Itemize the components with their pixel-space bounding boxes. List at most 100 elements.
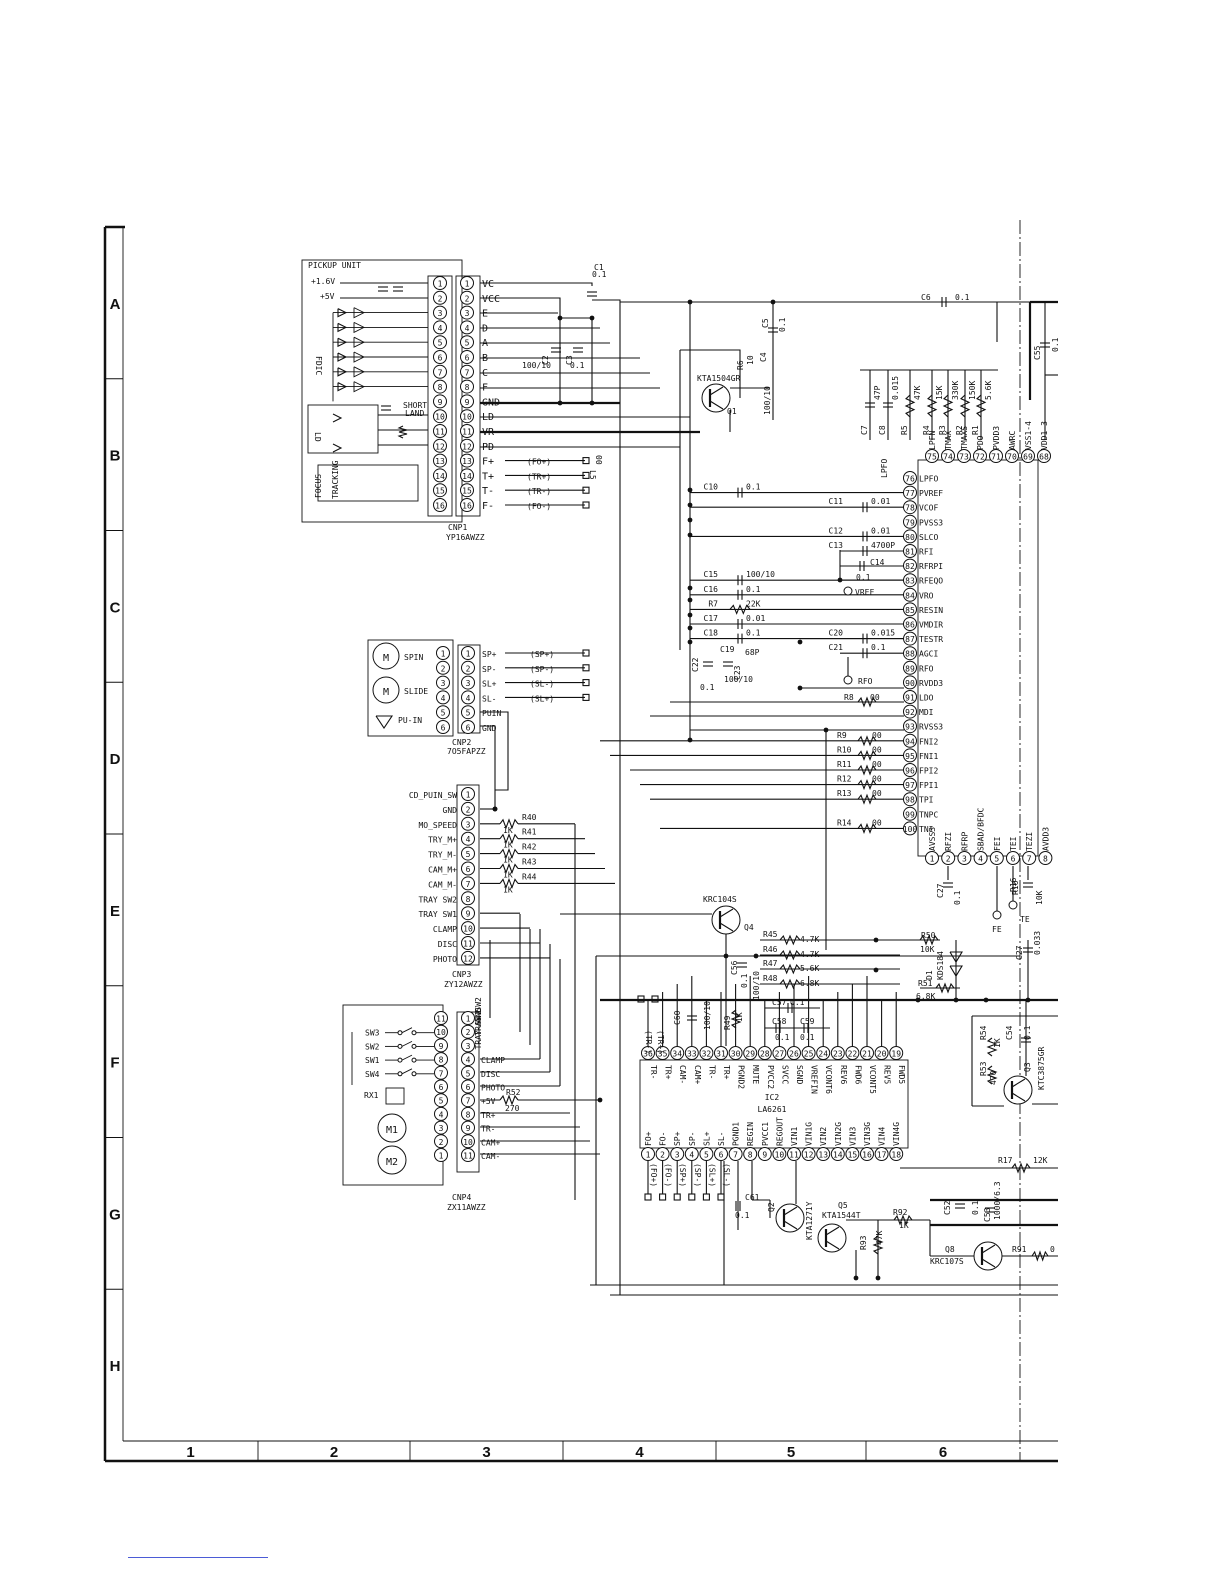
puin-switch-icon: [375, 715, 394, 729]
cnp1-pin-15-num: 15: [462, 487, 472, 496]
cnp3-signal-4: TRY_M+: [428, 836, 457, 845]
cnp4-left-pin-1-num: 1: [439, 1152, 444, 1161]
cnp1-pin-14-num: 14: [462, 472, 472, 481]
junction-dot: [557, 400, 563, 406]
pickup-pin-1-num: 1: [438, 280, 443, 289]
r10-val: 00: [872, 745, 882, 754]
r17-val: 12K: [1033, 1156, 1048, 1165]
junction-dot: [687, 737, 693, 743]
grid-row-label-b: B: [110, 448, 121, 465]
r46-val: 4.7K: [800, 950, 819, 959]
cnp1-pin-10-num: 10: [462, 413, 472, 422]
ic2-top-name-25: VREFIN: [810, 1065, 819, 1094]
ic1-top-pin-72-num: 72: [975, 453, 985, 462]
r51-res: [935, 982, 955, 994]
cnp4-ref: CNP4: [452, 1193, 471, 1202]
junction-dot: [797, 639, 803, 645]
ic2-bot-name-18: VIN4G: [892, 1122, 901, 1146]
ic2-bot-name-10: REGOUT: [775, 1117, 784, 1146]
cnp3-signal-6: CAM_M+: [428, 866, 457, 875]
cnp2-signal-6: GND: [482, 724, 497, 733]
ic2-bot-pin-17: [874, 1147, 889, 1161]
c16-val: 0.1: [746, 585, 761, 594]
ic2-top-pin-24-num: 24: [818, 1050, 828, 1059]
c4-ref: C4: [759, 352, 768, 362]
ic1-pin-name-86: VMDIR: [919, 621, 943, 630]
cnp1-signal-1: VC: [482, 279, 494, 290]
ic1-pin-96-num: 96: [905, 767, 915, 776]
c20-ref: C20: [829, 629, 844, 638]
ic2-top-pin-26: [787, 1046, 801, 1060]
r8-ref: R8: [844, 693, 854, 702]
coil-box: [317, 464, 419, 502]
r10-res: [857, 749, 877, 761]
c20-val: 0.015: [871, 629, 895, 638]
switch-contact: [411, 1071, 417, 1077]
c8-ref: C8: [878, 425, 887, 435]
ic2-top-pin-32: [699, 1046, 714, 1060]
cnp3-pin-1: [461, 787, 475, 801]
ic2-top-pin-30: [728, 1046, 743, 1060]
cnp3-pin-5: [461, 846, 475, 861]
cnp3-pin-10: [461, 921, 475, 936]
ic2-bot-net-0: (FO+): [649, 1163, 658, 1187]
q1-part: KTA1504GR: [697, 374, 741, 383]
cnp2-net-1: (SP-): [530, 665, 554, 674]
ic2-bot-name-2: FO-: [659, 1132, 668, 1146]
pickup-unit-title: PICKUP UNIT: [308, 261, 361, 270]
ic2-top-name-19: FWD5: [897, 1065, 906, 1084]
cnp1-pin-2-num: 2: [465, 294, 470, 303]
r51-ref: R51: [918, 979, 933, 988]
fdic-diode-icon: [337, 337, 348, 348]
c6-ref: C6: [921, 293, 931, 302]
cnp3-r43-res: [499, 862, 519, 875]
junction-dot: [597, 1097, 603, 1103]
cnp3-pin-4-num: 4: [466, 835, 471, 844]
r93-ref: R93: [859, 1235, 868, 1250]
r13-ref: R13: [837, 789, 852, 798]
c4-val: 100/10: [763, 386, 772, 415]
r12-res: [857, 779, 877, 791]
ic1-pin-name-95: FNI1: [919, 752, 938, 761]
junction-dot: [492, 806, 498, 812]
pickup-pin-11-num: 11: [435, 428, 445, 437]
ic1-top-pin-72: [973, 449, 987, 463]
r7-res: [729, 603, 751, 615]
cnp4-pin-8: [461, 1106, 475, 1121]
c14-val: 0.1: [856, 573, 871, 582]
r45-res: [779, 934, 801, 946]
cnp4-pin-3: [461, 1038, 475, 1053]
cnp1-pin-14: [460, 468, 474, 483]
cnp3-r41-res: [499, 833, 519, 845]
cnp1-pin-5: [460, 335, 474, 350]
ic2-bot-name-6: SL-: [717, 1132, 726, 1146]
cnp1-part: YP16AWZZ: [446, 533, 485, 542]
cnp1-signal-14: T+: [482, 471, 494, 482]
junction-dot: [687, 487, 693, 493]
cnp1-ref: CNP1: [448, 523, 467, 532]
c21-ref: C21: [829, 643, 844, 652]
l5-val: 00: [594, 455, 603, 465]
cnp1-net-terminal: [582, 471, 590, 479]
cnp3-pin-7: [461, 876, 475, 891]
r53-ref: R53: [979, 1061, 988, 1076]
cnp1-net-0: (FO+): [527, 458, 551, 467]
ic1-bot-pin-3: [957, 851, 972, 865]
cnp1-net-terminal: [582, 457, 590, 465]
cnp3-res-ref-0: R40: [522, 813, 537, 822]
q4-transistor-collector: [719, 908, 734, 918]
c59-val: 0.1: [800, 1033, 815, 1042]
cnp3-signal-11: DISC: [438, 940, 457, 949]
r11-res: [857, 764, 877, 776]
c61-val: 0.1: [735, 1211, 750, 1220]
ic2-top-pin-23: [830, 1046, 845, 1060]
r52-res: [499, 1094, 519, 1106]
ic1-top-pin-71-num: 71: [991, 453, 1001, 462]
r1-ref: R1: [971, 425, 980, 435]
pickup-label-land: LAND: [405, 409, 424, 418]
c12-val: 0.01: [871, 526, 890, 535]
cnp2-net-terminal: [582, 664, 590, 672]
cnp2-net-0: (SP+): [530, 650, 554, 659]
vc-wire: [480, 282, 593, 286]
c54-val: 0.1: [1023, 1025, 1032, 1040]
